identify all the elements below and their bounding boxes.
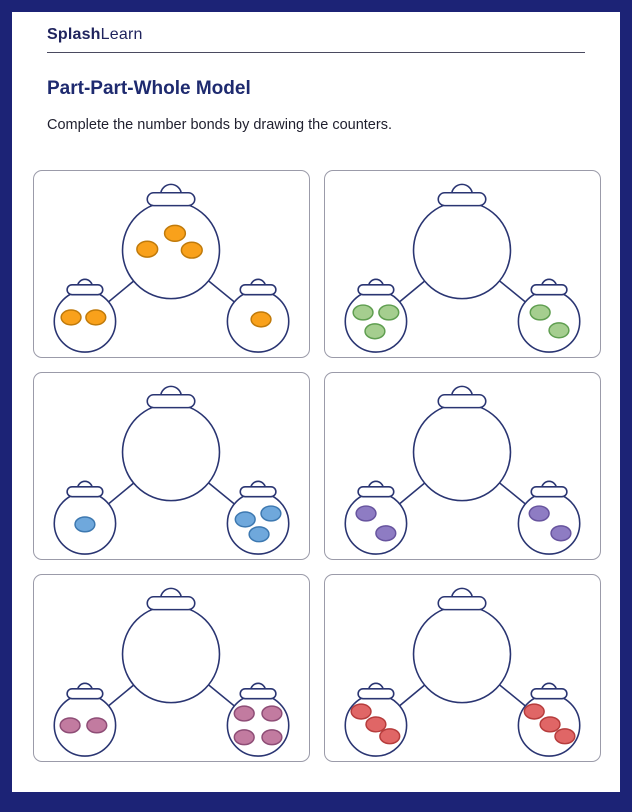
part-jar-left-body (344, 491, 408, 555)
pink-counter-left (86, 717, 108, 734)
orange-counter-right (250, 311, 272, 328)
whole-jar-body (412, 604, 512, 704)
worksheet-page: SplashLearn Part-Part-Whole Model Comple… (12, 12, 620, 792)
part-jar-left-lid (357, 283, 395, 296)
part-jar-right-lid (239, 283, 277, 296)
number-bond-diagram (53, 587, 290, 757)
orange-counter-left (85, 309, 107, 326)
green-counter-left (364, 323, 386, 340)
whole-jar-body (412, 200, 512, 300)
orange-counter-whole (163, 224, 187, 242)
red-counter-right (539, 716, 561, 733)
whole-jar-lid (437, 393, 487, 409)
purple-counter-right (528, 505, 550, 522)
number-bond-diagram (344, 587, 581, 757)
whole-jar-body (412, 402, 512, 502)
whole-jar-body (121, 402, 221, 502)
red-counter-left (350, 703, 372, 720)
instruction-text: Complete the number bonds by drawing the… (47, 117, 392, 133)
logo-text-splash: Splash (47, 26, 101, 43)
blue-counter-left (74, 516, 96, 533)
part-jar-left-lid (66, 485, 104, 498)
whole-jar-lid (146, 595, 196, 611)
pink-counter-left (59, 717, 81, 734)
header-divider (47, 52, 585, 53)
part-jar-right-lid (530, 687, 568, 700)
number-bond-diagram (53, 385, 290, 555)
part-jar-left-body (344, 289, 408, 353)
orange-counter-whole (180, 241, 203, 259)
number-bond-panel-orange (33, 170, 310, 358)
number-bond-panel-blue (33, 372, 310, 560)
header: SplashLearn Part-Part-Whole Model Comple… (47, 12, 585, 133)
blue-counter-right (260, 505, 282, 522)
page-title: Part-Part-Whole Model (47, 78, 251, 99)
part-jar-right-lid (530, 283, 568, 296)
green-counter-left (378, 304, 400, 321)
part-jar-right-body (226, 693, 290, 757)
red-counter-left (365, 716, 387, 733)
whole-jar-lid (437, 595, 487, 611)
splashlearn-logo: SplashLearn (47, 12, 585, 44)
pink-counter-right (261, 705, 283, 722)
pink-counter-right (261, 729, 283, 746)
part-jar-left-lid (357, 485, 395, 498)
green-counter-right (529, 304, 551, 321)
pink-counter-right (233, 729, 255, 746)
part-jar-left-lid (66, 283, 104, 296)
number-bond-diagram (53, 183, 290, 353)
orange-counter-whole (136, 240, 159, 258)
part-jar-right-body (517, 289, 581, 353)
purple-counter-right (550, 525, 572, 542)
part-jar-right-lid (239, 485, 277, 498)
red-counter-right (554, 728, 576, 745)
pink-counter-right (233, 705, 255, 722)
part-jar-right-body (517, 491, 581, 555)
green-counter-right (548, 322, 570, 339)
whole-jar-body (121, 604, 221, 704)
part-jar-left-lid (357, 687, 395, 700)
whole-jar-lid (437, 191, 487, 207)
red-counter-right (523, 703, 545, 720)
part-jar-left-lid (66, 687, 104, 700)
number-bond-panel-pink (33, 574, 310, 762)
part-jar-right-lid (239, 687, 277, 700)
part-jar-right-lid (530, 485, 568, 498)
purple-counter-left (375, 525, 397, 542)
red-counter-left (379, 728, 401, 745)
whole-jar-lid (146, 191, 196, 207)
blue-counter-right (248, 526, 270, 543)
number-bond-panel-red (324, 574, 601, 762)
number-bond-panel-green (324, 170, 601, 358)
blue-counter-right (234, 511, 256, 528)
number-bond-diagram (344, 385, 581, 555)
orange-counter-left (60, 309, 82, 326)
logo-text-learn: Learn (100, 26, 143, 43)
panels-grid (33, 170, 601, 762)
purple-counter-left (355, 505, 377, 522)
number-bond-diagram (344, 183, 581, 353)
green-counter-left (352, 304, 374, 321)
whole-jar-lid (146, 393, 196, 409)
number-bond-panel-purple (324, 372, 601, 560)
